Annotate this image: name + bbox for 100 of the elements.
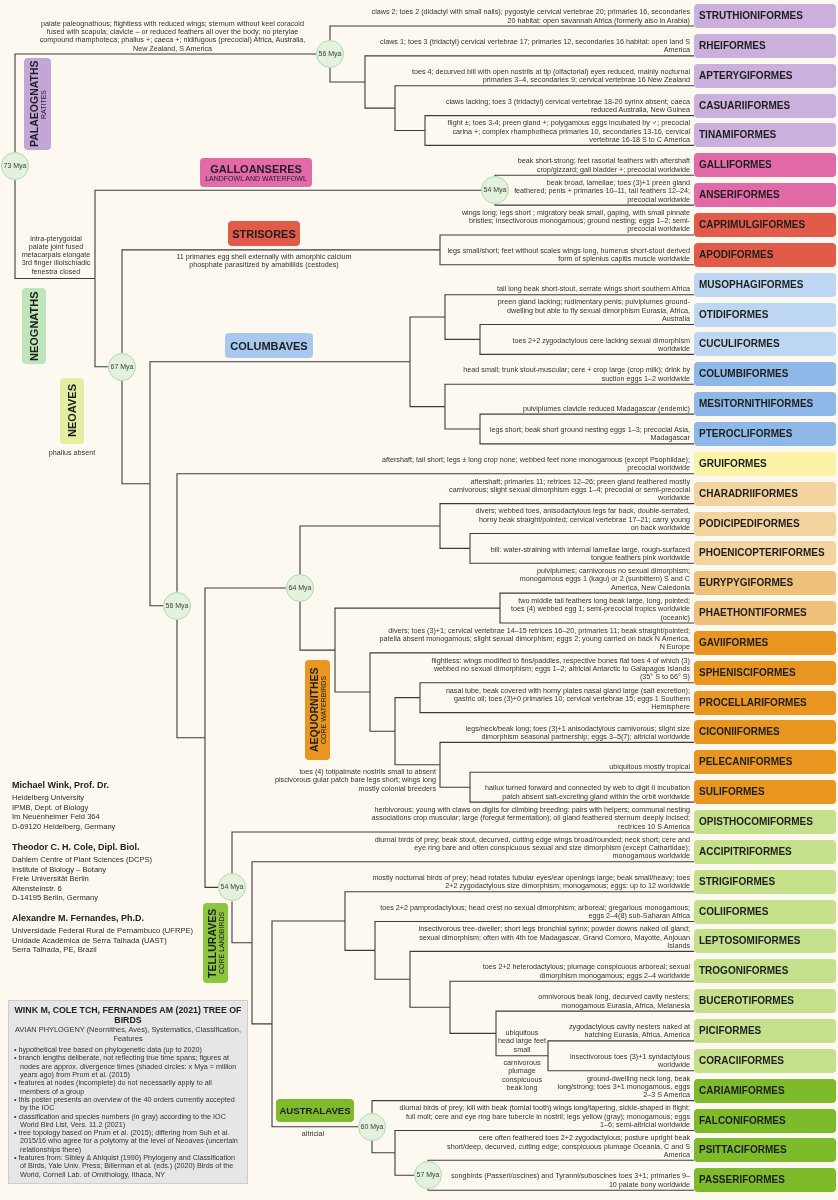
branch-line	[374, 920, 695, 951]
branch-line	[364, 55, 695, 83]
branch-line	[364, 81, 396, 109]
order-box: CORACIIFORMES	[694, 1048, 836, 1073]
branch-line	[479, 323, 695, 340]
branch-line	[371, 1100, 695, 1114]
order-box: CAPRIMULGIFORMES	[694, 213, 836, 237]
panel-heading: WINK M, COLE TCH, FERNANDES AM (2021) TREE OF BIRDS	[14, 1005, 242, 1025]
branch-line	[369, 652, 695, 693]
branch-line	[299, 601, 336, 651]
branch-line	[149, 361, 411, 485]
branch-line	[479, 413, 695, 430]
branch-line	[547, 1040, 695, 1057]
order-box: CICONIIFORMES	[694, 720, 836, 745]
order-box: STRIGIFORMES	[694, 869, 836, 894]
branch-line	[94, 189, 482, 280]
clade-box	[200, 158, 312, 187]
order-box: GALLIFORMES	[694, 153, 836, 178]
order-box: SPHENISCIFORMES	[694, 660, 836, 685]
branch-line	[334, 649, 371, 693]
clade-name: COLUMBAVES	[230, 339, 308, 352]
order-box: MESITORNITHIFORMES	[694, 392, 836, 417]
branch-line	[94, 277, 109, 368]
branch-line	[427, 1188, 695, 1191]
order-box: PODICIPEDIFORMES	[694, 511, 836, 536]
branch-line	[409, 316, 446, 363]
branch-line	[374, 949, 411, 980]
branch-line	[271, 1023, 359, 1128]
branch-line	[479, 338, 695, 355]
clade-name: AUSTRALAVES	[279, 1104, 351, 1117]
clade-name: NEOGNATHS	[28, 291, 40, 361]
order-box: CHARADRIIFORMES	[694, 481, 836, 506]
branch-line	[121, 249, 441, 354]
branch-line	[439, 741, 695, 766]
author-name: Michael Wink, Prof. Dr.	[12, 780, 109, 791]
order-box: PHOENICOPTERIFORMES	[694, 541, 836, 566]
order-box: PTEROCLIFORMES	[694, 421, 836, 446]
branch-line	[204, 587, 287, 739]
order-box: COLIIFORMES	[694, 899, 836, 924]
order-box: MUSOPHAGIFORMES	[694, 272, 836, 297]
branch-line	[176, 473, 695, 593]
order-box: FALCONIFORMES	[694, 1108, 836, 1133]
branch-line	[271, 920, 346, 1025]
branch-line	[547, 1055, 695, 1072]
clade-name: GALLOANSERES	[210, 162, 302, 175]
author-name: Alexandre M. Fernandes, Ph.D.	[12, 913, 145, 924]
branch-line	[394, 107, 426, 132]
branch-line	[424, 129, 695, 146]
order-box: APODIFORMES	[694, 242, 836, 267]
clade-name: TELLURAVES	[205, 908, 218, 978]
order-box: EURYPYGIFORMES	[694, 571, 836, 596]
clade-box	[305, 660, 330, 760]
branch-line	[329, 67, 366, 83]
clade-name: PALAEOGNATHS	[27, 60, 40, 148]
order-box: TROGONIFORMES	[694, 959, 836, 984]
branch-line	[444, 383, 695, 408]
clade-box	[24, 58, 51, 150]
order-box: BUCEROTIFORMES	[694, 989, 836, 1014]
branch-line	[495, 1010, 695, 1034]
branch-line	[344, 920, 376, 951]
branch-line	[251, 861, 695, 944]
branch-line	[439, 249, 695, 266]
branch-line	[499, 592, 695, 609]
branch-line	[479, 428, 695, 445]
branch-line	[394, 730, 441, 766]
clade-box	[225, 333, 313, 358]
author-name: Theodor C. H. Cole, Dipl. Biol.	[12, 842, 140, 853]
order-box: CASUARIIFORMES	[694, 93, 836, 118]
branch-line	[14, 53, 317, 153]
branch-line	[424, 115, 695, 132]
branch-line	[204, 737, 219, 888]
order-box: PASSERIFORMES	[694, 1168, 836, 1193]
clade-name: AEQUORNITHES	[307, 667, 320, 753]
branch-line	[369, 691, 396, 732]
branch-line	[444, 316, 481, 340]
clade-box	[228, 221, 300, 246]
order-box: COLUMBIFORMES	[694, 362, 836, 387]
branch-line	[494, 174, 695, 177]
branch-line	[149, 483, 164, 607]
branch-line	[469, 547, 695, 564]
branch-line	[444, 406, 481, 430]
branch-line	[251, 942, 273, 1025]
order-box: ANSERIFORMES	[694, 183, 836, 208]
order-box: RHEIFORMES	[694, 33, 836, 58]
branch-line	[419, 697, 695, 714]
branch-line	[394, 1152, 415, 1176]
clade-box	[60, 378, 84, 444]
order-box: OPISTHOCOMIFORMES	[694, 810, 836, 834]
branch-line	[499, 607, 695, 624]
branch-line	[419, 682, 695, 699]
branch-line	[439, 503, 695, 527]
order-box: SULIFORMES	[694, 780, 836, 805]
branch-line	[444, 294, 695, 318]
branch-line	[334, 607, 501, 651]
branch-line	[427, 1159, 695, 1162]
branch-line	[439, 764, 471, 788]
branch-line	[371, 1140, 396, 1154]
branch-line	[494, 203, 695, 206]
branch-line	[231, 900, 253, 944]
branch-line	[329, 25, 695, 41]
